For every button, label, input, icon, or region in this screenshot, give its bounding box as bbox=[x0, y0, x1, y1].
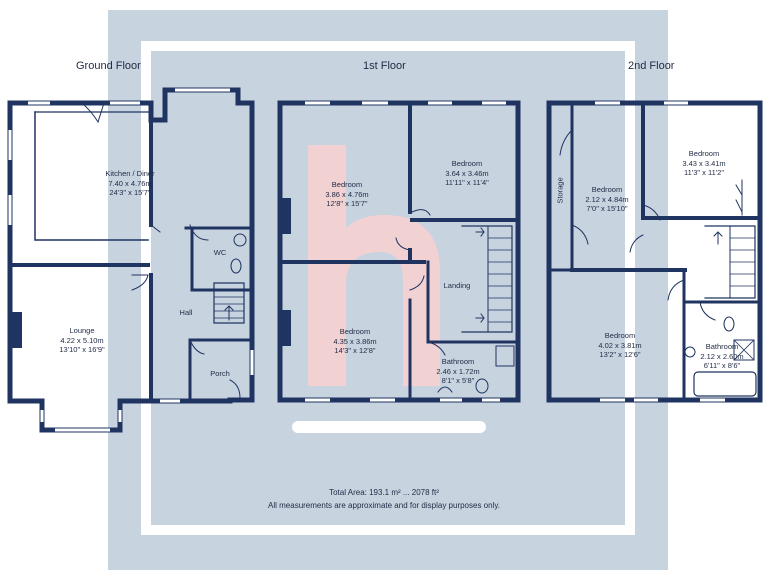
room-metric: 7.40 x 4.76m bbox=[108, 178, 152, 188]
landing-label: Landing bbox=[437, 281, 477, 291]
room-imperial: 6'11" x 8'6" bbox=[703, 361, 741, 370]
room-name: Lounge bbox=[69, 326, 95, 335]
bathroom-1-label: Bathroom 2.46 x 1.72m 8'1" x 5'8" bbox=[420, 357, 496, 386]
second-floor-windows bbox=[595, 101, 725, 402]
room-name: Bathroom bbox=[441, 357, 475, 366]
second-floor-plan bbox=[546, 100, 763, 403]
room-metric: 3.86 x 4.76m bbox=[325, 189, 369, 199]
room-name: Bathroom bbox=[705, 342, 739, 351]
hall-label: Hall bbox=[171, 308, 201, 318]
room-metric: 2.12 x 4.84m bbox=[585, 194, 629, 204]
bedroom-3-label: Bedroom 4.35 x 3.86m 14'3" x 12'8" bbox=[315, 327, 395, 356]
room-name: Bedroom bbox=[688, 149, 720, 158]
room-imperial: 11'11" x 11'4" bbox=[445, 178, 489, 187]
room-imperial: 13'10" x 16'9" bbox=[59, 345, 105, 354]
room-name: Landing bbox=[443, 281, 471, 290]
room-name: Bedroom bbox=[339, 327, 371, 336]
room-name: Bedroom bbox=[331, 180, 363, 189]
room-metric: 3.43 x 3.41m bbox=[682, 158, 726, 168]
room-imperial: 12'8" x 15'7" bbox=[326, 199, 368, 208]
bathroom-2-label: Bathroom 2.12 x 2.60m 6'11" x 8'6" bbox=[690, 342, 754, 371]
bedroom-5-label: Bedroom 3.43 x 3.41m 11'3" x 11'2" bbox=[666, 149, 742, 178]
disclaimer-text: All measurements are approximate and for… bbox=[268, 501, 500, 510]
room-imperial: 8'1" x 5'8" bbox=[441, 376, 475, 385]
room-name: Bedroom bbox=[591, 185, 623, 194]
room-name: Bedroom bbox=[604, 331, 636, 340]
room-imperial: 14'3" x 12'8" bbox=[334, 346, 376, 355]
lounge-label: Lounge 4.22 x 5.10m 13'10" x 16'9" bbox=[42, 326, 122, 355]
room-imperial: 11'3" x 11'2" bbox=[683, 168, 725, 177]
room-metric: 4.02 x 3.81m bbox=[598, 340, 642, 350]
storage-label: Storage bbox=[555, 177, 565, 204]
room-metric: 4.35 x 3.86m bbox=[333, 336, 377, 346]
bedroom-4-label: Bedroom 2.12 x 4.84m 7'0" x 15'10" bbox=[575, 185, 639, 214]
ground-floor-windows bbox=[8, 88, 254, 432]
wc-label: WC bbox=[205, 248, 235, 258]
bedroom-6-label: Bedroom 4.02 x 3.81m 13'2" x 12'6" bbox=[580, 331, 660, 360]
kitchen-label: Kitchen / Diner 7.40 x 4.76m 24'3" x 15'… bbox=[90, 169, 170, 198]
room-name: Porch bbox=[210, 369, 230, 378]
room-metric: 2.46 x 1.72m bbox=[436, 366, 480, 376]
room-name: Kitchen / Diner bbox=[105, 169, 155, 178]
room-imperial: 24'3" x 15'7" bbox=[109, 188, 151, 197]
porch-label: Porch bbox=[202, 369, 238, 379]
first-floor-title: 1st Floor bbox=[363, 60, 406, 72]
total-area-text: Total Area: 193.1 m² ... 2078 ft² bbox=[329, 488, 439, 497]
room-metric: 3.64 x 3.46m bbox=[445, 168, 489, 178]
ground-floor-title: Ground Floor bbox=[76, 60, 141, 72]
first-floor-windows bbox=[305, 101, 506, 402]
room-name: Bedroom bbox=[451, 159, 483, 168]
room-name: WC bbox=[213, 248, 227, 257]
room-imperial: 13'2" x 12'6" bbox=[599, 350, 641, 359]
bedroom-2-label: Bedroom 3.64 x 3.46m 11'11" x 11'4" bbox=[427, 159, 507, 188]
bedroom-1-label: Bedroom 3.86 x 4.76m 12'8" x 15'7" bbox=[307, 180, 387, 209]
second-floor-title: 2nd Floor bbox=[628, 60, 675, 72]
room-name: Hall bbox=[179, 308, 193, 317]
room-imperial: 7'0" x 15'10" bbox=[586, 204, 628, 213]
room-metric: 2.12 x 2.60m bbox=[700, 351, 744, 361]
room-metric: 4.22 x 5.10m bbox=[60, 335, 104, 345]
